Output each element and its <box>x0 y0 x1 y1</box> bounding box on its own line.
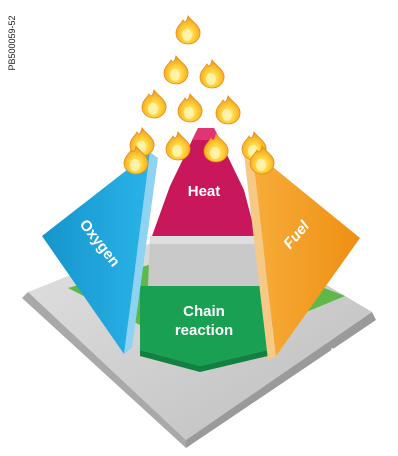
fuel-face-group <box>244 150 360 360</box>
chain-reaction-label-line2: reaction <box>175 322 233 339</box>
chain-reaction-label-line1: Chain <box>183 303 225 320</box>
oxygen-edge-light <box>124 152 158 354</box>
heat-face <box>152 128 256 236</box>
flame-core <box>148 103 158 115</box>
heat-face-top <box>192 128 220 140</box>
chain-bottom-edge <box>140 350 268 372</box>
chain-reaction-face <box>140 286 268 366</box>
flame-core <box>210 147 220 159</box>
fuel-face <box>252 150 360 356</box>
base-left-edge <box>22 292 186 448</box>
heat-label: Heat <box>188 183 221 200</box>
heat-face-group <box>152 128 256 236</box>
fuel-edge-light <box>244 150 276 360</box>
flame-core <box>184 107 194 119</box>
base-right-edge <box>186 312 376 448</box>
flames-group <box>123 14 275 175</box>
flame-core <box>130 159 140 171</box>
oxygen-face <box>42 152 150 354</box>
inner-grey-band <box>148 236 262 286</box>
flame-core <box>206 73 216 85</box>
flame-core <box>222 109 232 121</box>
flame-core <box>172 145 182 157</box>
flame-core <box>170 69 180 81</box>
oxygen-face-group <box>42 152 158 354</box>
flame-core <box>182 29 192 41</box>
flame-core <box>256 159 266 171</box>
